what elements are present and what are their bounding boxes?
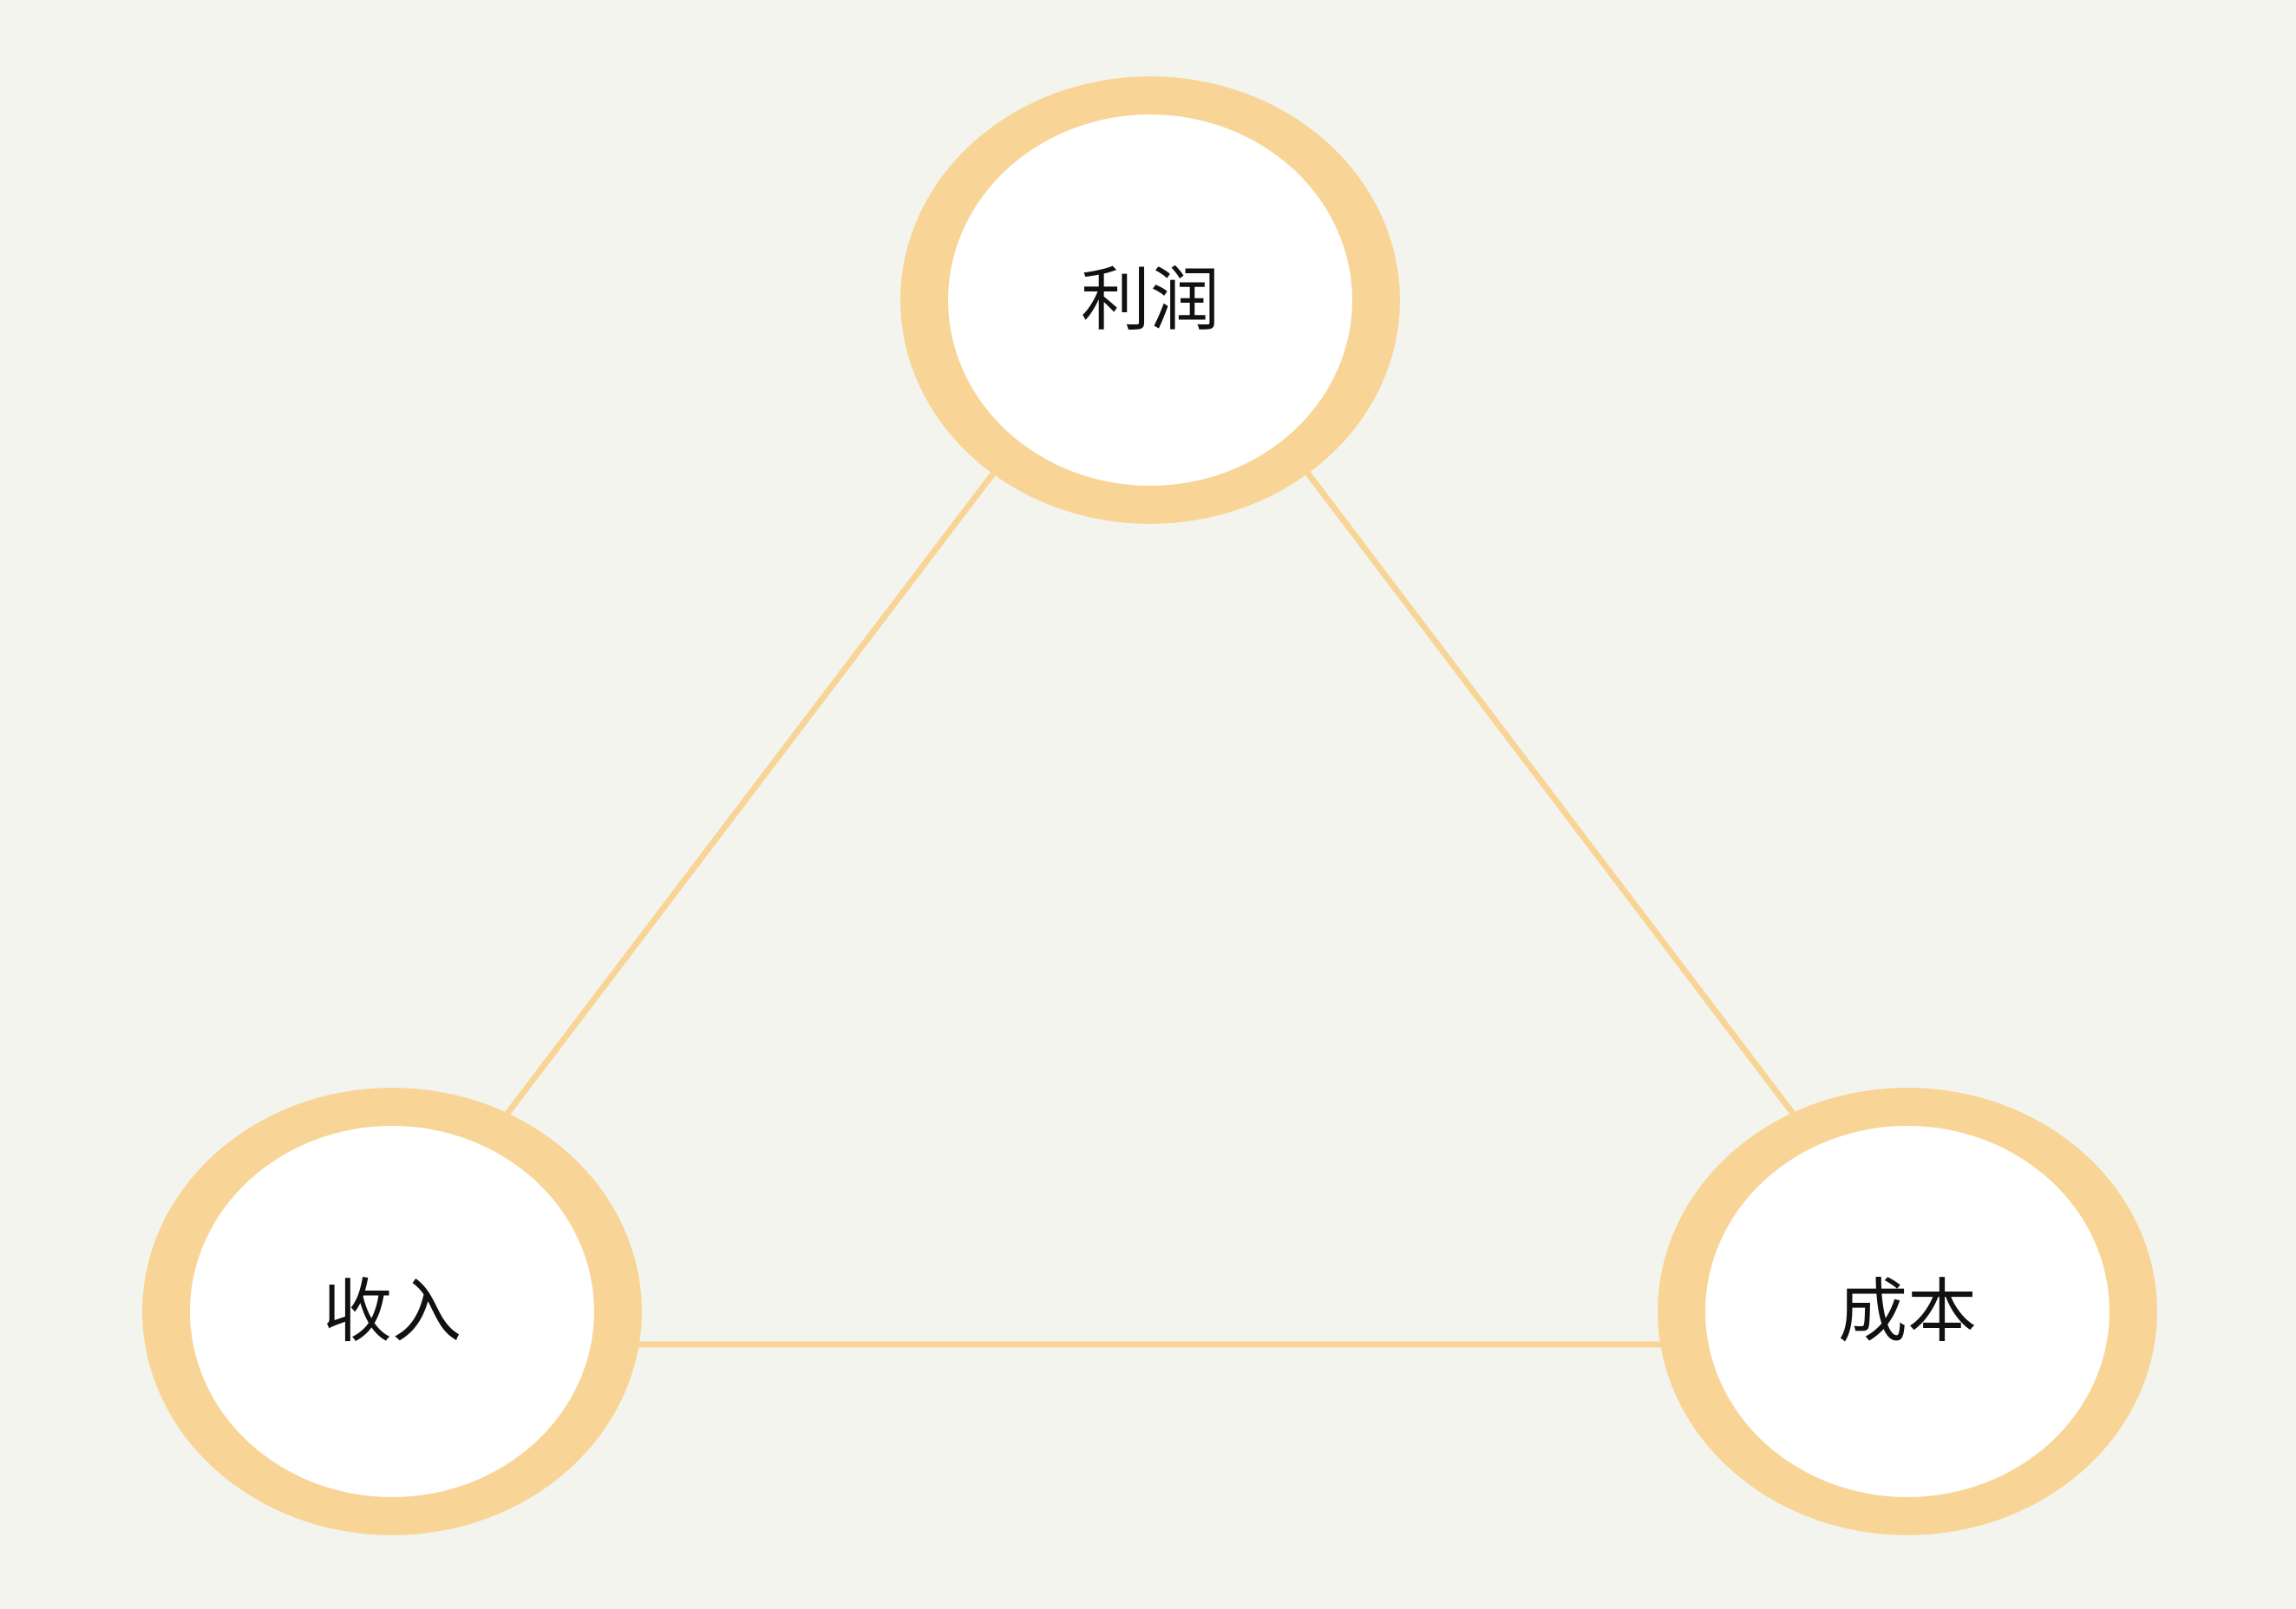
node-cost: 成本 [1658,1088,2157,1535]
node-profit-core [948,114,1352,486]
node-cost-label: 成本 [1838,1272,1977,1352]
edge-profit-cost [1303,468,1796,1117]
node-profit-label: 利润 [1081,260,1220,341]
node-revenue-core [190,1126,594,1497]
node-profit: 利润 [900,76,1400,524]
node-revenue-label: 收入 [323,1272,461,1352]
node-revenue: 收入 [142,1088,642,1535]
edge-profit-revenue [504,468,998,1117]
node-cost-core [1705,1126,2110,1497]
